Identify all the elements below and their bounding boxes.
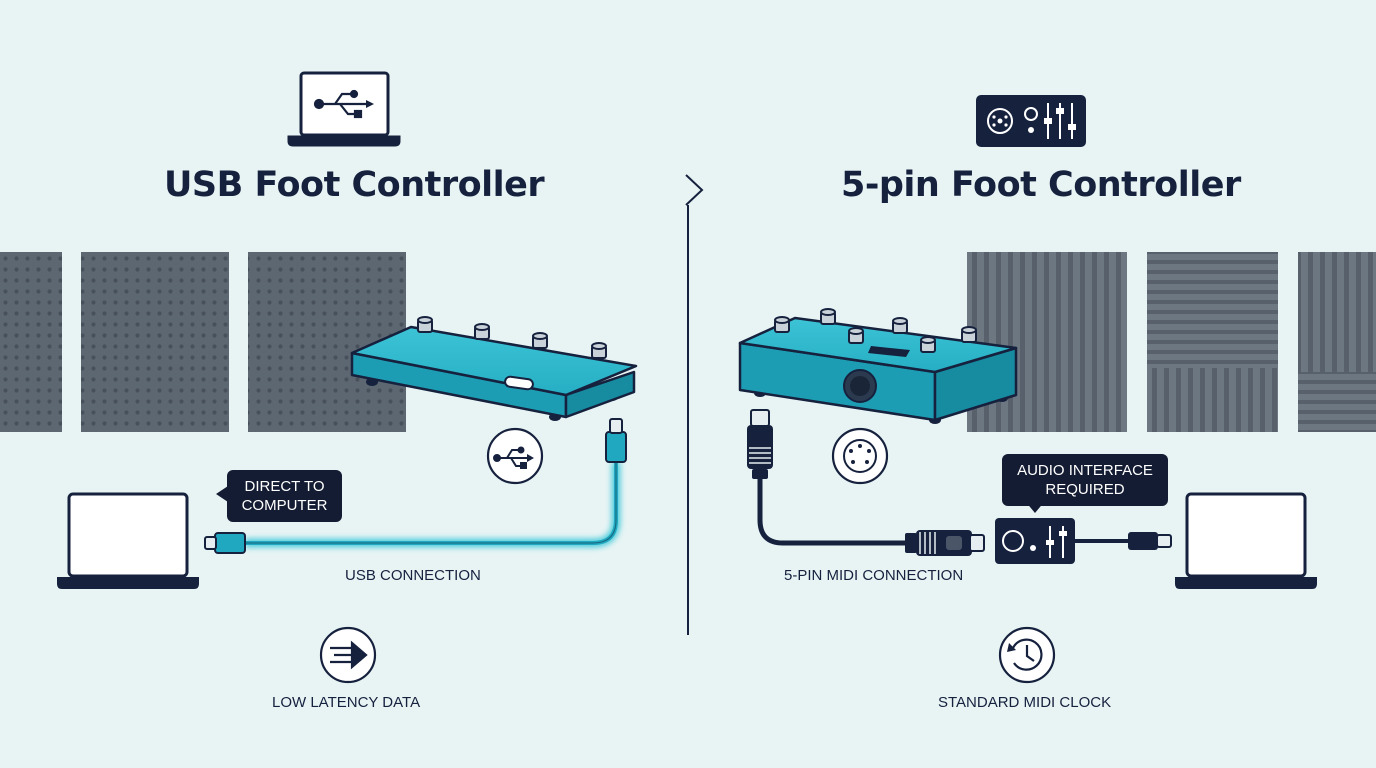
fast-forward-icon xyxy=(319,626,377,684)
midi-cable xyxy=(747,409,985,556)
acoustic-panels-left xyxy=(0,252,406,432)
interface-to-computer-cable xyxy=(1075,532,1172,550)
din-port-icon xyxy=(831,427,889,485)
audio-interface-device xyxy=(995,518,1075,564)
standard-midi-clock-label: STANDARD MIDI CLOCK xyxy=(938,694,1112,711)
laptop-right xyxy=(1175,492,1317,589)
laptop-left xyxy=(57,492,199,589)
center-divider xyxy=(685,174,704,635)
usb-foot-controller xyxy=(350,316,638,421)
midi-foot-controller xyxy=(738,308,1018,424)
audio-interface-required-bubble: AUDIO INTERFACE REQUIRED xyxy=(1002,454,1168,506)
bubble-tail-left xyxy=(216,486,228,502)
midi-connection-label: 5-PIN MIDI CONNECTION xyxy=(784,567,964,584)
laptop-usb-icon xyxy=(287,71,401,147)
bubble-line-1: AUDIO INTERFACE xyxy=(1017,462,1153,479)
usb-cable xyxy=(204,418,627,554)
audio-interface-icon xyxy=(976,95,1086,147)
bubble-line-2: REQUIRED xyxy=(1045,481,1125,498)
clock-icon xyxy=(998,626,1056,684)
low-latency-label: LOW LATENCY DATA xyxy=(272,694,421,711)
bubble-line-1: DIRECT TO xyxy=(244,478,325,495)
acoustic-panels-right xyxy=(967,252,1376,432)
midi-controller-title: 5-pin Foot Controller xyxy=(841,165,1241,205)
usb-port-icon xyxy=(486,427,544,485)
usb-connection-label: USB CONNECTION xyxy=(345,567,481,584)
direct-to-computer-bubble: DIRECT TO COMPUTER xyxy=(227,470,342,522)
usb-controller-title: USB Foot Controller xyxy=(164,165,545,205)
bubble-line-2: COMPUTER xyxy=(241,497,328,514)
